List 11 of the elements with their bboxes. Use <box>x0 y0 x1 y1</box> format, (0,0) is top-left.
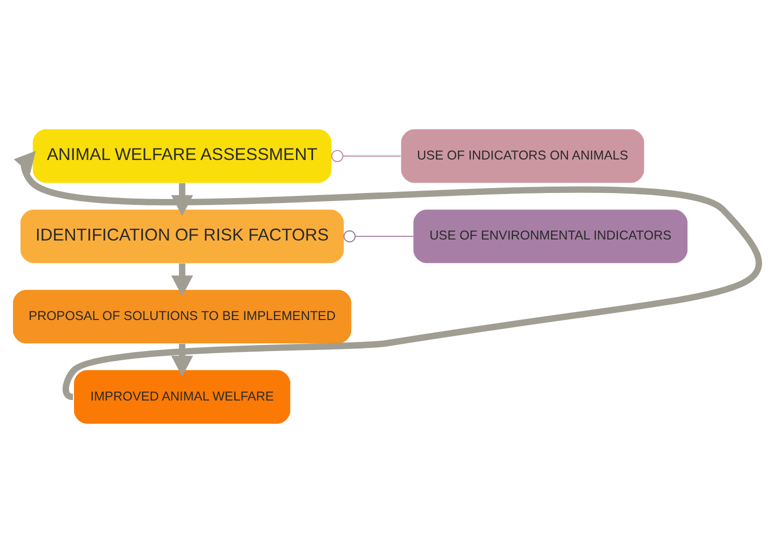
node-box: USE OF INDICATORS ON ANIMALS <box>401 129 644 183</box>
connector <box>343 230 414 242</box>
node-box: USE OF ENVIRONMENTAL INDICATORS <box>413 210 688 264</box>
node-box: IMPROVED ANIMAL WELFARE <box>74 370 290 424</box>
node-box: IDENTIFICATION OF RISK FACTORS <box>20 210 344 264</box>
arrow <box>171 263 194 296</box>
arrow <box>171 344 194 377</box>
node-box: PROPOSAL OF SOLUTIONS TO BE IMPLEMENTED <box>12 290 352 344</box>
connector <box>331 150 401 162</box>
arrow <box>14 150 762 399</box>
node-box: ANIMAL WELFARE ASSESSMENT <box>32 129 332 183</box>
